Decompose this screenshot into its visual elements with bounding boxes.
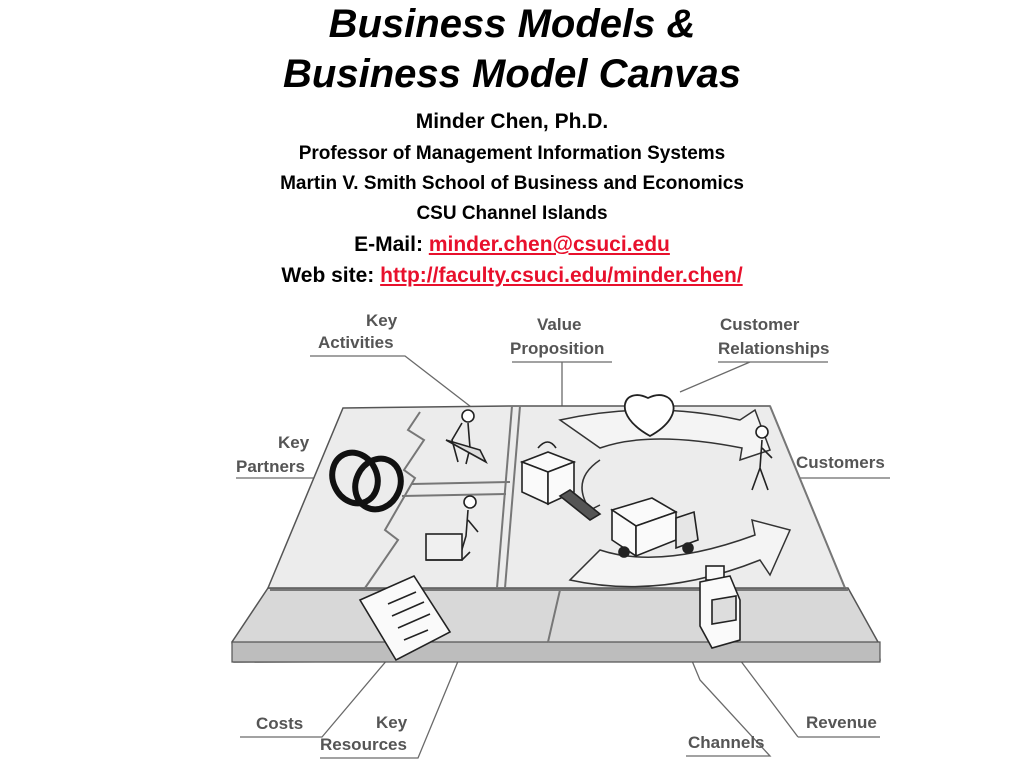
email-label: E-Mail: xyxy=(354,233,423,256)
rings-icon xyxy=(329,449,404,513)
website-line: Web site: http://faculty.csuci.edu/minde… xyxy=(0,264,1024,288)
label-revenue: Revenue xyxy=(806,713,877,732)
label-customers: Customers xyxy=(796,453,885,472)
label-key-resources-1: Key xyxy=(376,713,408,732)
business-model-canvas-illustration: Key Activities Value Proposition Custome… xyxy=(231,311,890,759)
label-value-proposition-2: Proposition xyxy=(510,339,604,358)
resources-person-icon xyxy=(425,495,479,561)
email-line: E-Mail: minder.chen@csuci.edu xyxy=(0,233,1024,257)
label-channels: Channels xyxy=(688,733,765,752)
email-link[interactable]: minder.chen@csuci.edu xyxy=(428,233,670,256)
worker-figure-icon xyxy=(445,409,488,465)
author-role: Professor of Management Information Syst… xyxy=(298,143,726,164)
website-link[interactable]: http://faculty.csuci.edu/minder.chen/ xyxy=(380,264,743,287)
label-customer-relationships-2: Relationships xyxy=(718,339,829,358)
label-key-activities-2: Activities xyxy=(318,333,394,352)
label-key-partners-1: Key xyxy=(278,433,310,452)
author-campus: CSU Channel Islands xyxy=(416,203,608,224)
label-costs: Costs xyxy=(256,714,303,733)
label-key-partners-2: Partners xyxy=(236,457,305,476)
title-line-2: Business Model Canvas xyxy=(283,52,741,96)
author-school: Martin V. Smith School of Business and E… xyxy=(280,173,744,194)
title-line-1: Business Models & xyxy=(328,2,696,46)
label-customer-relationships-1: Customer xyxy=(720,315,800,334)
invoice-paper-icon xyxy=(358,574,452,662)
label-key-activities-1: Key xyxy=(366,311,398,330)
delivery-truck-icon xyxy=(610,497,699,558)
author-name: Minder Chen, Ph.D. xyxy=(415,110,609,133)
gift-box-icon xyxy=(519,441,602,521)
heart-icon xyxy=(623,394,675,438)
customer-figure-icon xyxy=(751,425,773,491)
label-key-resources-2: Resources xyxy=(320,735,407,754)
label-value-proposition-1: Value xyxy=(537,315,581,334)
website-label: Web site: xyxy=(281,264,375,287)
cash-register-icon xyxy=(699,565,741,649)
canvas-labels: Key Activities Value Proposition Custome… xyxy=(236,311,885,754)
